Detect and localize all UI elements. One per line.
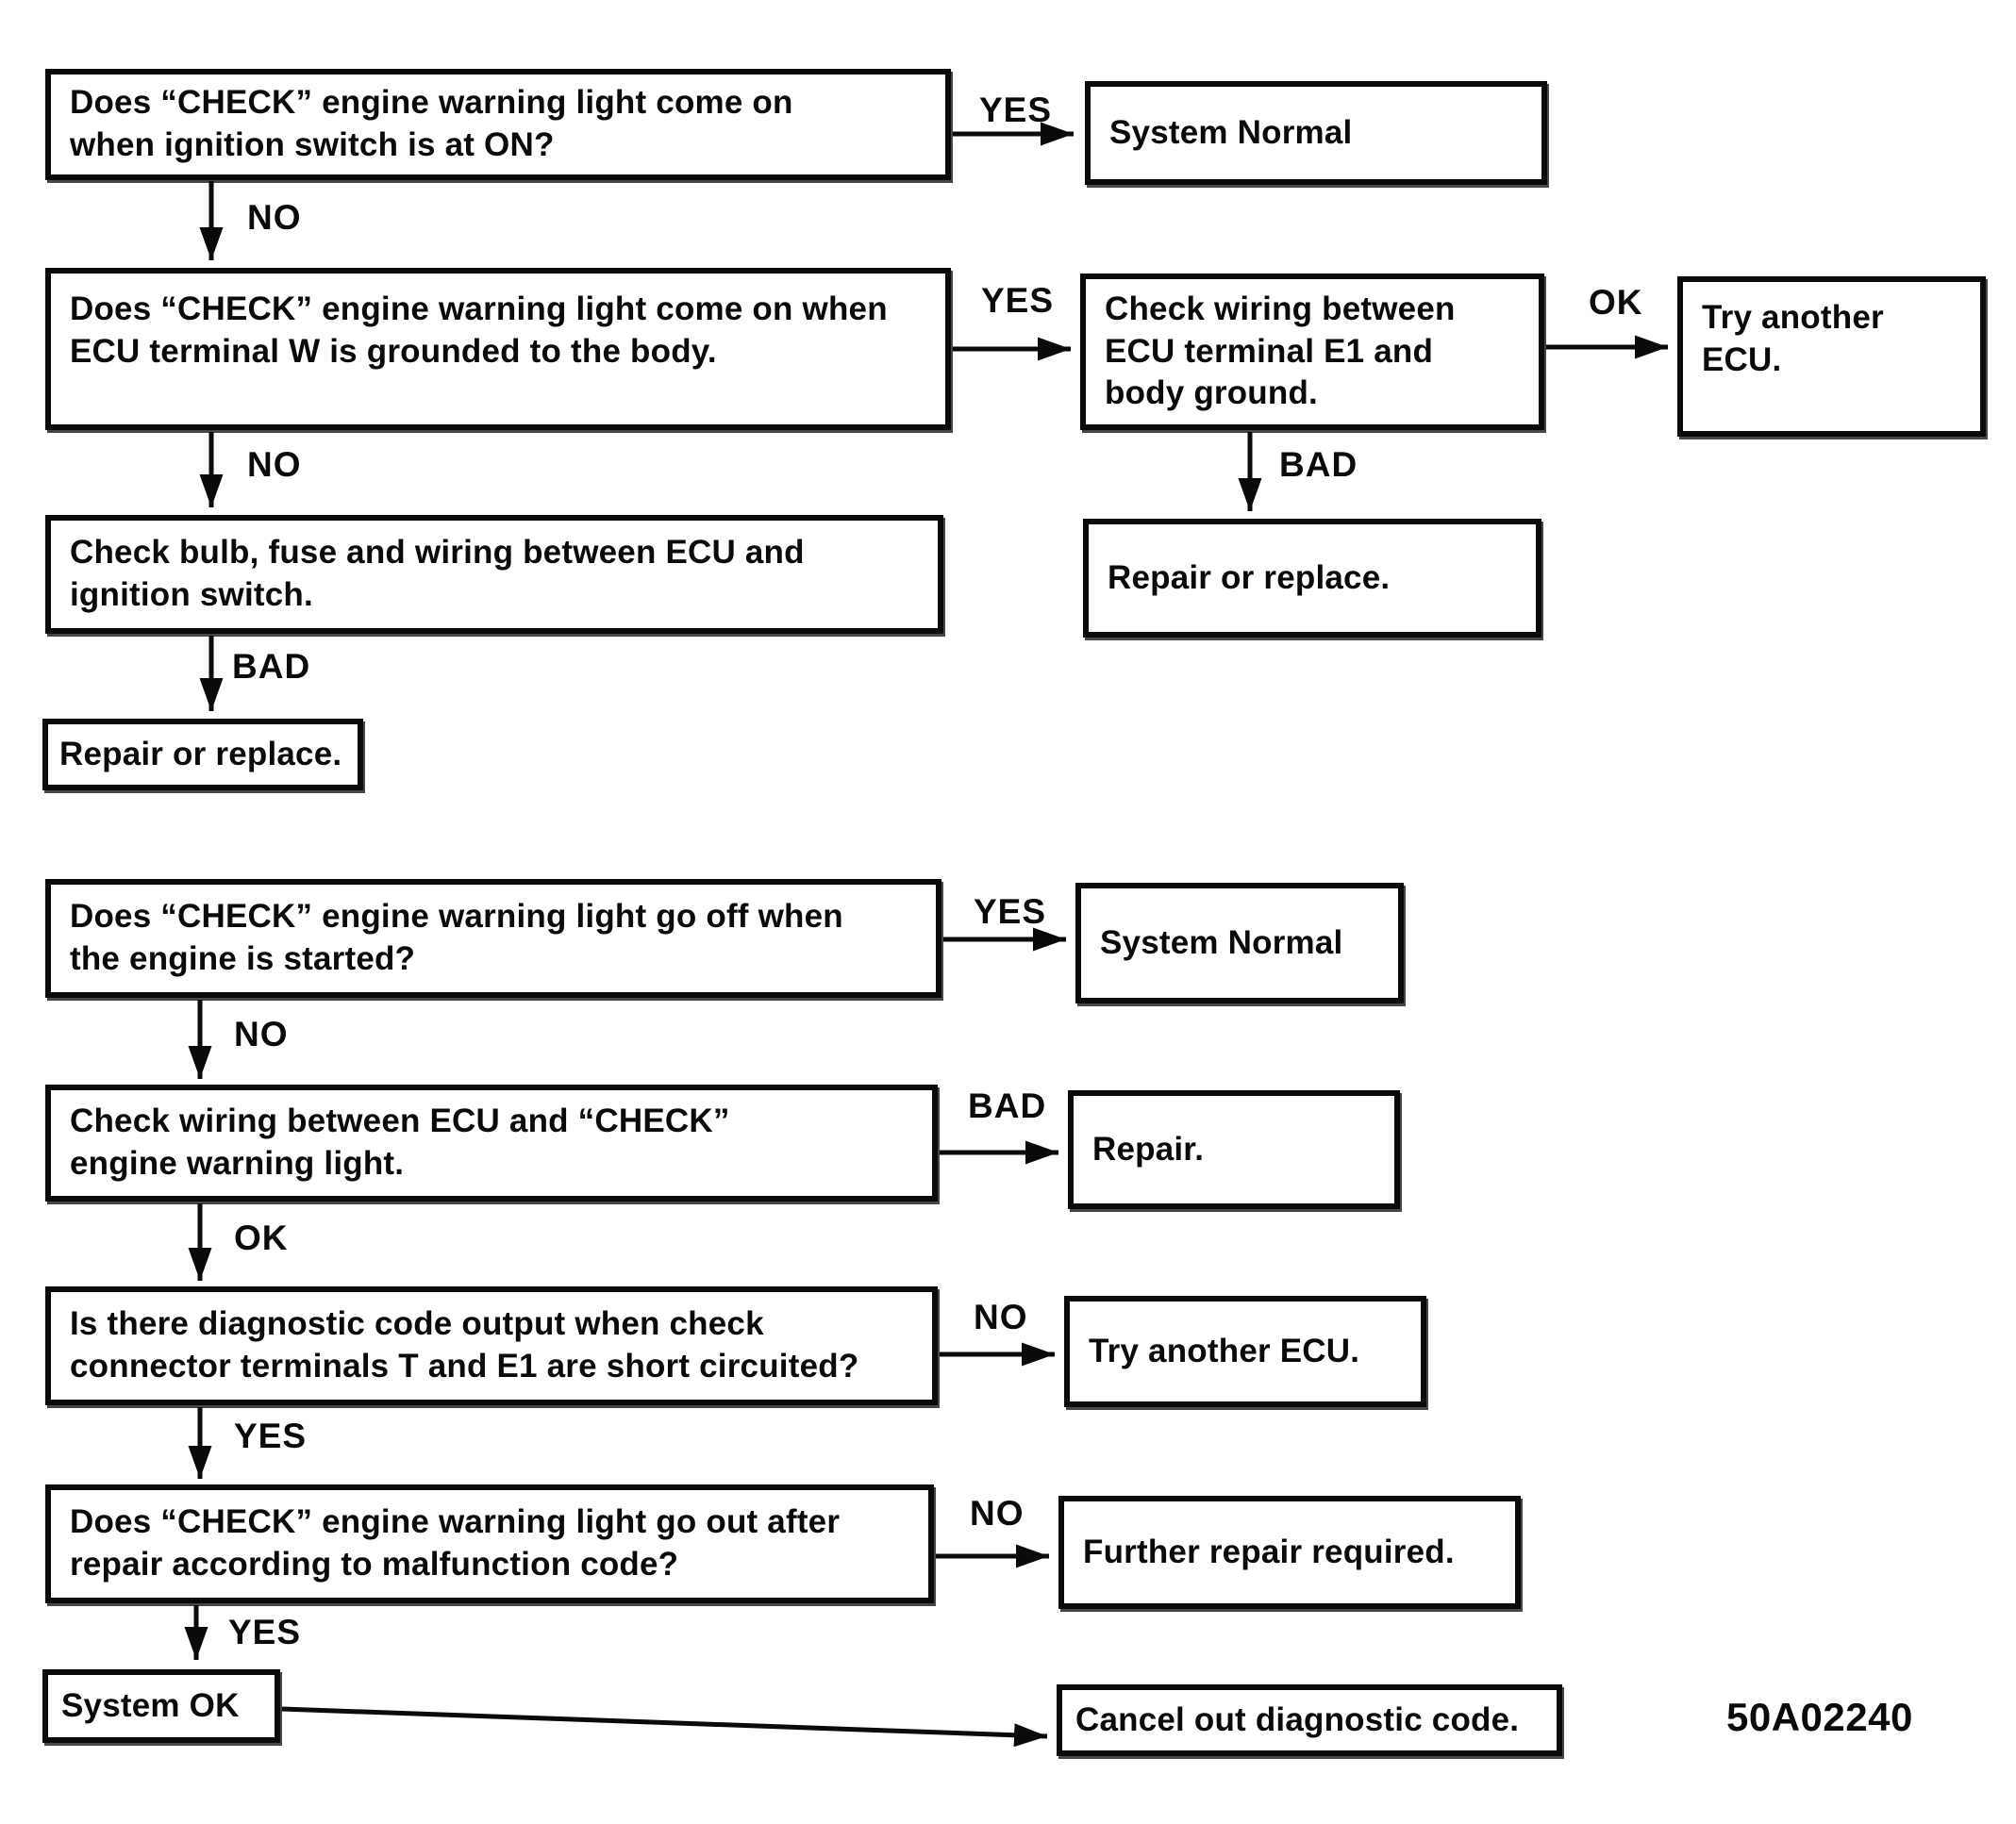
node-repair-or-replace-1-text: Repair or replace. xyxy=(1108,558,1391,596)
edge-label-q6-no: NO xyxy=(970,1494,1025,1533)
node-system-normal-2-text: System Normal xyxy=(1100,923,1343,961)
edge-label-q3-no: NO xyxy=(234,1015,289,1053)
edge-label-q1-no: NO xyxy=(247,198,302,237)
node-q2-terminal-w-grounded: Does “CHECK” engine warning light come o… xyxy=(45,268,951,430)
node-q6-text: Does “CHECK” engine warning light go out… xyxy=(70,1503,841,1583)
node-cancel-diagnostic-code: Cancel out diagnostic code. xyxy=(1057,1684,1562,1756)
node-try-another-ecu-2: Try another ECU. xyxy=(1064,1296,1426,1407)
node-system-normal-1: System Normal xyxy=(1085,81,1547,185)
edge-label-q1-yes: YES xyxy=(979,91,1053,129)
edge-label-q3-yes: YES xyxy=(974,892,1047,931)
node-further-repair-required: Further repair required. xyxy=(1058,1496,1521,1609)
document-code: 50A02240 xyxy=(1726,1695,1913,1739)
node-system-ok: System OK xyxy=(42,1669,280,1743)
edge-label-check-wiring-ok: OK xyxy=(1589,283,1643,322)
node-q3-text: Does “CHECK” engine warning light go off… xyxy=(70,898,843,977)
node-repair-or-replace-2: Repair or replace. xyxy=(42,719,363,790)
node-q4-text: Check wiring between ECU and “CHECK” eng… xyxy=(70,1103,730,1182)
node-q1-check-light-ignition-on: Does “CHECK” engine warning light come o… xyxy=(45,69,951,180)
node-further-repair-text: Further repair required. xyxy=(1083,1533,1455,1570)
edge-label-q6-yes: YES xyxy=(228,1613,302,1651)
node-check-wiring-e1: Check wiring between ECU terminal E1 and… xyxy=(1080,274,1544,430)
node-q1-text: Does “CHECK” engine warning light come o… xyxy=(70,84,793,163)
node-system-normal-1-text: System Normal xyxy=(1109,113,1353,151)
node-q3-light-go-off-engine-started: Does “CHECK” engine warning light go off… xyxy=(45,879,941,998)
node-q4-check-wiring-ecu-check-light: Check wiring between ECU and “CHECK” eng… xyxy=(45,1085,938,1202)
node-system-ok-text: System OK xyxy=(61,1686,240,1724)
node-q5-text: Is there diagnostic code output when che… xyxy=(70,1305,859,1385)
edge-label-q4-bad: BAD xyxy=(968,1086,1047,1125)
node-repair-text: Repair. xyxy=(1092,1130,1205,1168)
node-repair-or-replace-1: Repair or replace. xyxy=(1083,519,1541,638)
edge-label-q5-no: NO xyxy=(974,1298,1028,1336)
edge-label-check-bulb-bad: BAD xyxy=(232,647,311,686)
node-cancel-code-text: Cancel out diagnostic code. xyxy=(1075,1700,1520,1738)
node-system-normal-2: System Normal xyxy=(1075,883,1404,1003)
node-try-another-ecu-1: Try another ECU. xyxy=(1677,276,1986,437)
node-try-another-ecu-1-text: Try another ECU. xyxy=(1702,299,1884,378)
edge-label-check-wiring-bad: BAD xyxy=(1279,445,1358,484)
node-repair-or-replace-2-text: Repair or replace. xyxy=(59,735,342,772)
node-q2-text: Does “CHECK” engine warning light come o… xyxy=(70,290,888,370)
node-repair: Repair. xyxy=(1068,1090,1400,1209)
edge-label-q2-no: NO xyxy=(247,445,302,484)
edge-label-q2-yes: YES xyxy=(981,281,1055,320)
arrow-system-ok-to-cancel-code xyxy=(281,1706,1048,1748)
edge-label-q4-ok: OK xyxy=(234,1219,289,1257)
node-check-wiring-e1-text: Check wiring between ECU terminal E1 and… xyxy=(1105,290,1456,412)
node-q6-light-go-out-after-repair: Does “CHECK” engine warning light go out… xyxy=(45,1484,934,1603)
node-check-bulb-fuse-wiring: Check bulb, fuse and wiring between ECU … xyxy=(45,515,943,634)
node-try-another-ecu-2-text: Try another ECU. xyxy=(1089,1332,1360,1369)
edge-label-q5-yes: YES xyxy=(234,1417,308,1455)
node-q5-diagnostic-code-output: Is there diagnostic code output when che… xyxy=(45,1286,938,1405)
node-check-bulb-text: Check bulb, fuse and wiring between ECU … xyxy=(70,534,805,613)
